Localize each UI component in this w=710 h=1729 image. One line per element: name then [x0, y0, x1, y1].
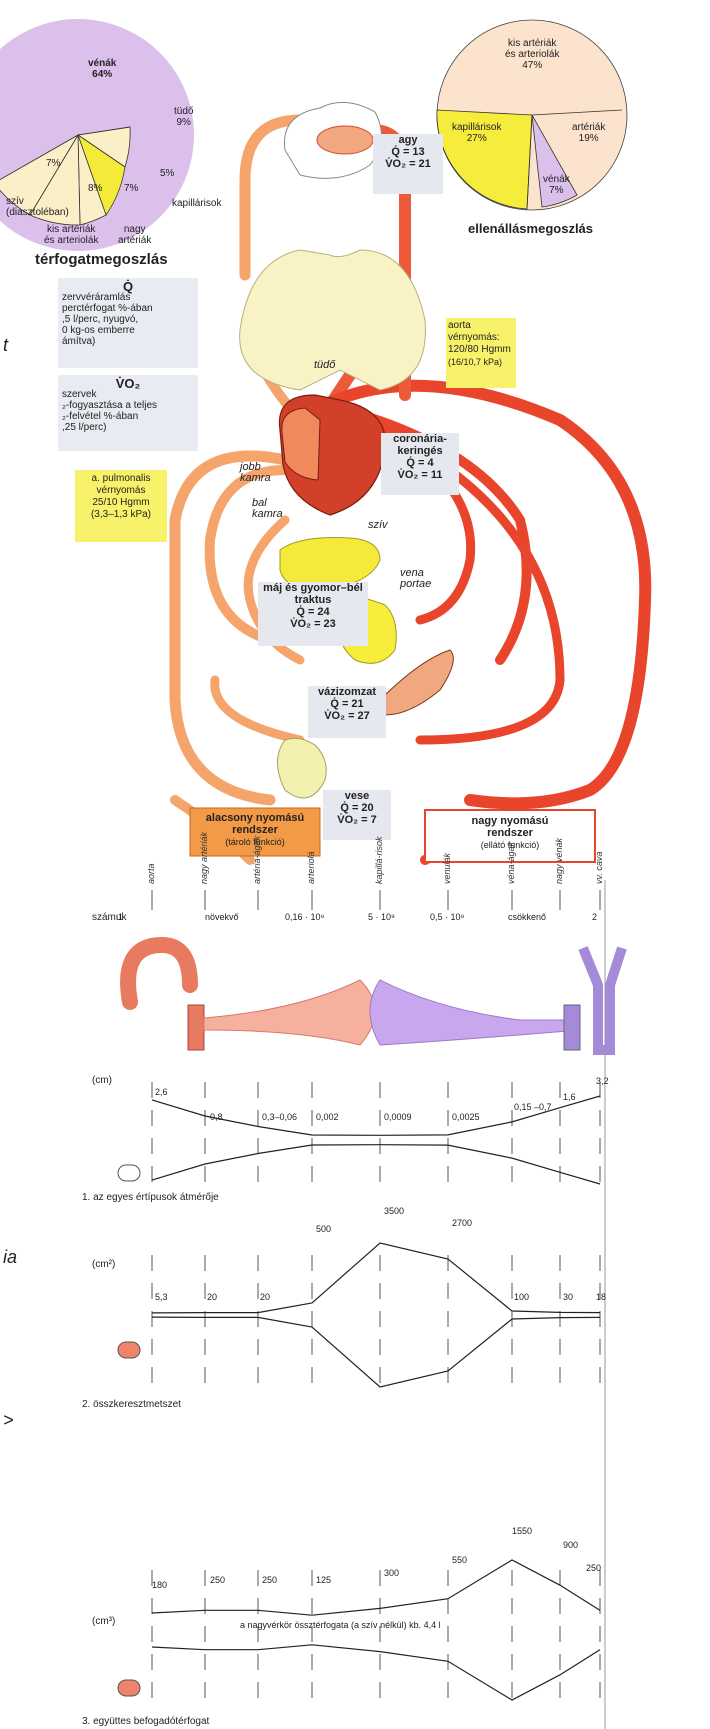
cylinder-icon [118, 1680, 140, 1696]
column-header: arteriolá [306, 851, 316, 884]
column-header: nagy artériák [199, 832, 209, 884]
chart3-value-label: 250 [586, 1563, 601, 1574]
chart3-value-label: 180 [152, 1580, 167, 1591]
chart1-value-label: 3,2 [596, 1076, 609, 1087]
aorta-arch [128, 945, 190, 1002]
count-value: 2 [592, 912, 597, 923]
chart1-value-label: 0,0025 [452, 1112, 480, 1123]
chart2-value-label: 30 [563, 1292, 573, 1303]
vena-cava [583, 948, 622, 1050]
count-value: 0,16 · 10⁹ [285, 912, 324, 923]
chart3-ylabel: (cm³) [92, 1616, 115, 1627]
chart1-ylabel: (cm) [92, 1075, 112, 1086]
chart1-value-label: 0,3–0,06 [262, 1112, 297, 1123]
column-header: aorta [146, 863, 156, 884]
count-value: 0,5 · 10⁹ [430, 912, 464, 923]
column-header: nagy vénák [554, 838, 564, 884]
chart1-value-label: 0,8 [210, 1112, 223, 1123]
column-header: kapillá-risok [374, 836, 384, 884]
cylinder-icon [118, 1165, 140, 1181]
chart2-value-label: 100 [514, 1292, 529, 1303]
large-vein [564, 1005, 580, 1050]
chart2-value-label: 20 [260, 1292, 270, 1303]
chart2-value-label: 5,3 [155, 1292, 168, 1303]
chart3-upper-curve [152, 1560, 600, 1615]
chart2-ylabel: (cm²) [92, 1259, 115, 1270]
chart2-lower-curve [152, 1317, 600, 1387]
chart1-title: 1. az egyes értípusok átmérője [82, 1192, 219, 1203]
chart2-value-label: 2700 [452, 1218, 472, 1229]
chart3-value-label: 250 [262, 1575, 277, 1586]
chart2-value-label: 20 [207, 1292, 217, 1303]
chart1-value-label: 0,002 [316, 1112, 339, 1123]
chart2-value-label: 3500 [384, 1206, 404, 1217]
chart1-value-label: 1,6 [563, 1092, 576, 1103]
chart2-title: 2. összkeresztmetszet [82, 1399, 181, 1410]
chart3-value-label: 550 [452, 1555, 467, 1566]
chart1-value-label: 2,6 [155, 1087, 168, 1098]
chart1-value-label: 0,15 –0,7 [514, 1102, 552, 1113]
column-header: artéria-ágak [252, 836, 262, 884]
venous-tree [370, 980, 580, 1045]
chart1-lower-curve [152, 1145, 600, 1184]
column-header: véna-ágak [506, 842, 516, 884]
column-header: vv. cava [594, 852, 604, 884]
chart2-value-label: 500 [316, 1224, 331, 1235]
chart3-value-label: 250 [210, 1575, 225, 1586]
large-artery [188, 1005, 204, 1050]
chart1-value-label: 0,0009 [384, 1112, 412, 1123]
chart3-value-label: 900 [563, 1540, 578, 1551]
column-header: venulák [442, 853, 452, 884]
chart3-note: a nagyvérkör össztérfogata (a szív nélkü… [240, 1620, 441, 1631]
cylinder-icon [118, 1342, 140, 1358]
chart3-title: 3. együttes befogadótérfogat [82, 1716, 209, 1727]
chart2-value-label: 18 [596, 1292, 606, 1303]
count-value: 5 · 10⁹ [368, 912, 395, 923]
chart3-value-label: 125 [316, 1575, 331, 1586]
chart3-value-label: 300 [384, 1568, 399, 1579]
chart2-upper-curve [152, 1243, 600, 1313]
chart3-value-label: 1550 [512, 1526, 532, 1537]
count-value: csökkenő [508, 912, 546, 923]
count-value: 1 [118, 912, 123, 923]
count-value: növekvő [205, 912, 239, 923]
chart3-lower-curve [152, 1645, 600, 1700]
arterial-tree [204, 980, 375, 1045]
